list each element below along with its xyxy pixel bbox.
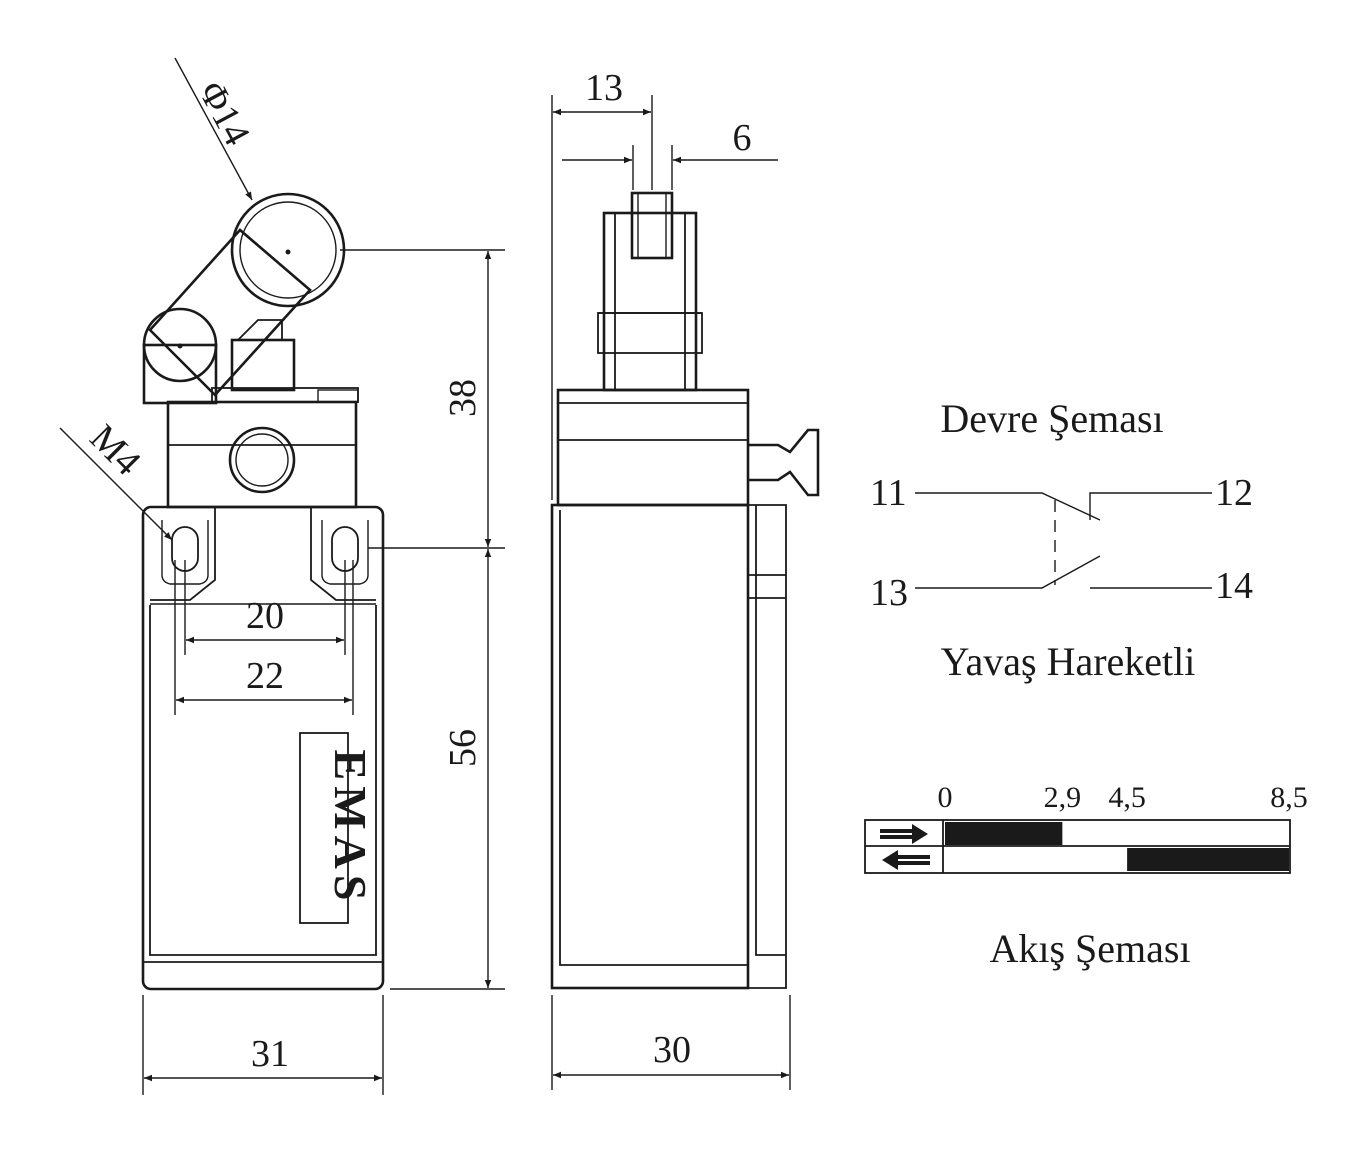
dim-lower-height: 56	[442, 729, 484, 767]
circuit-subtitle: Yavaş Hareketli	[941, 639, 1196, 684]
right-mounting-hole	[331, 526, 359, 572]
front-lower-body	[141, 505, 385, 991]
terminal-12: 12	[1215, 472, 1253, 514]
front-dimensions: Φ14 M4 20 22 31 38 56	[59, 57, 505, 1095]
lever-arm	[148, 228, 312, 397]
forward-contact-bar	[945, 822, 1063, 845]
flow-scale-labels: 0 2,9 4,5 8,5	[938, 781, 1308, 814]
emas-logo-text: EMAS	[325, 750, 376, 907]
nc-contact	[915, 492, 1101, 521]
dim-hole-spacing-outer: 22	[246, 655, 284, 697]
circuit-diagram: Devre Şeması 11 12 13 14 Yavaş Hareketli	[870, 396, 1253, 684]
flow-scale-label: 2,9	[1044, 781, 1082, 814]
dim-depth: 30	[653, 1029, 691, 1071]
flow-chart: 0 2,9 4,5 8,5 Akış Şeması	[864, 781, 1308, 971]
forward-arrow-icon	[880, 824, 928, 844]
terminal-11: 11	[870, 472, 907, 514]
front-plunger	[230, 338, 296, 392]
emas-logo: EMAS	[299, 732, 376, 924]
flow-scale-label: 8,5	[1270, 781, 1308, 814]
terminal-14: 14	[1215, 565, 1253, 607]
circuit-title: Devre Şeması	[940, 396, 1163, 441]
side-roller	[630, 191, 674, 260]
front-body-inner-frame	[149, 605, 377, 956]
dim-body-width: 31	[251, 1033, 289, 1075]
front-body-notch	[150, 507, 376, 601]
side-view	[550, 191, 820, 990]
flow-title: Akış Şeması	[989, 926, 1190, 971]
flow-scale-label: 0	[938, 781, 953, 814]
side-lower-body	[550, 503, 750, 990]
terminal-13: 13	[870, 572, 908, 614]
side-head-block	[556, 388, 750, 507]
dim-thread-size: M4	[82, 417, 149, 484]
flow-scale-label: 4,5	[1108, 781, 1146, 814]
dim-roller-width: 6	[733, 117, 752, 159]
return-arrow-icon	[882, 850, 930, 870]
front-view: EMAS	[141, 192, 385, 991]
front-center-screw	[228, 426, 296, 494]
dim-hole-spacing-inner: 20	[246, 595, 284, 637]
return-contact-bar	[1127, 848, 1289, 871]
dim-top-offset: 13	[585, 67, 623, 109]
side-pushbutton	[748, 428, 820, 497]
dim-roller-diameter: Φ14	[190, 75, 258, 153]
left-mounting-hole	[171, 526, 199, 572]
dim-upper-height: 38	[442, 379, 484, 417]
side-dimensions: 13 6 30	[551, 67, 791, 1090]
side-right-rail	[748, 504, 787, 989]
no-contact	[915, 555, 1101, 589]
